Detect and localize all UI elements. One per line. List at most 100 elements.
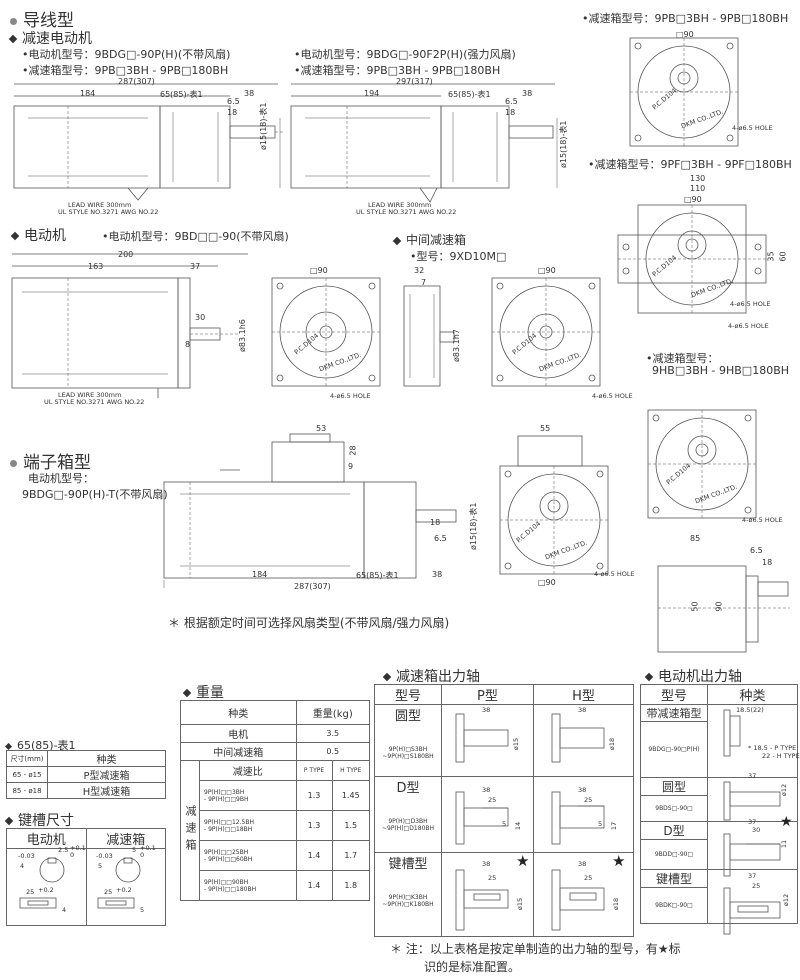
dim-6-5-1: 6.5 xyxy=(227,97,240,106)
terminal-box-motor-drawing xyxy=(163,433,457,588)
middle-gearbox-front xyxy=(491,277,601,387)
ms-round-label: 圆型 xyxy=(640,777,708,796)
keyway-gearbox-d3: 0 xyxy=(140,851,145,859)
ms-d-drawing-cell xyxy=(707,821,798,870)
gs-key-h-dia: ø18 xyxy=(612,897,621,911)
gs-round-h-38: 38 xyxy=(578,706,587,714)
motor-front-drawing xyxy=(271,277,381,387)
gs-round-p-dia: ø15 xyxy=(512,737,521,751)
section-title-motor: 电动机 xyxy=(10,225,66,245)
keyway-motor-d7: +0.2 xyxy=(38,886,54,894)
output-shaft-note-line1: ＊ 注：以上表格是按定单制造的出力轴的型号，有★标 xyxy=(390,942,681,956)
gearbox-shaft-title: 减速箱出力轴 xyxy=(382,666,480,686)
middle-gearbox-side xyxy=(403,285,455,387)
gearbox-front-pb xyxy=(629,37,739,147)
gs-header-h: H型 xyxy=(532,684,635,705)
gearbox-label-pf: •减速箱型号：9PF□3BH - 9PF□180BH xyxy=(588,158,792,171)
keyway-table: 电动机减速箱 xyxy=(6,828,166,926)
table1-header-type: 种类 xyxy=(47,750,166,767)
middle-gearbox-shaft: ø83.1h7 xyxy=(452,329,461,362)
dim-90-pb: □90 xyxy=(676,30,694,39)
motor-model-bd: •电动机型号：9BD□□-90(不带风扇) xyxy=(102,230,289,243)
keyway-motor-d3: 0 xyxy=(70,851,75,859)
dim-55-terminal: 55 xyxy=(540,424,551,433)
dim-18-terminal: 18 xyxy=(430,518,441,527)
ms-d-11: 11 xyxy=(780,839,789,849)
motor-model-1: •电动机型号：9BDG□-90P(H)(不带风扇) xyxy=(22,48,231,61)
section-title-middle-gearbox: 中间减速箱 xyxy=(392,231,466,248)
gearbox-model-1: •减速箱型号：9PB□3BH - 9PB□180BH xyxy=(22,64,229,77)
dim-297-2: 297(317) xyxy=(396,77,433,86)
subsection-title-gear-motor: 减速电动机 xyxy=(8,28,92,48)
weight-ptype-header: P TYPE xyxy=(295,760,333,781)
dim-18-hb: 18 xyxy=(762,558,773,567)
gs-key-h-38: 38 xyxy=(578,860,587,868)
hole-motor: 4-ø6.5 HOLE xyxy=(330,392,371,400)
keyway-motor-drawing xyxy=(19,857,65,909)
ms-key-drawing-cell xyxy=(707,869,798,924)
weight-row-1: 9P(H)□□3BH- 9P(H)□□9BH xyxy=(199,780,297,811)
ms-key-label: 键槽型 xyxy=(640,869,708,888)
table1-row2-size: 85 - ø18 xyxy=(6,782,48,799)
ms-key-dia: ø12 xyxy=(782,893,791,907)
table1-row1-size: 65 - ø15 xyxy=(6,766,48,783)
weight-htype-header: H TYPE xyxy=(331,760,370,781)
weight-row-3-p: 1.4 xyxy=(295,840,333,871)
gearbox-side-hb xyxy=(657,565,790,653)
ms-round-model: 9BDS□-90□ xyxy=(640,795,708,822)
motor-model-2: •电动机型号：9BDG□-90F2P(H)(强力风扇) xyxy=(294,48,516,61)
section-title-lead-wire: 导线型 xyxy=(10,6,74,31)
gs-header-model: 型号 xyxy=(374,684,442,705)
keyway-gearbox-d7: +0.2 xyxy=(116,886,132,894)
hole1-pf: 4-ø6.5 HOLE xyxy=(730,300,771,308)
keyway-header-gearbox: 减速箱 xyxy=(85,828,166,849)
weight-row-1-p: 1.3 xyxy=(295,780,333,811)
dim-200: 200 xyxy=(118,250,134,259)
dim-90-hb: 90 xyxy=(714,601,724,612)
ms-key-37: 37 xyxy=(748,872,757,880)
dim-184-terminal: 184 xyxy=(252,570,268,579)
gs-header-p: P型 xyxy=(441,684,534,705)
gs-d-h-38: 38 xyxy=(578,786,587,794)
ul-style-1: UL STYLE NO.3271 AWG NO.22 xyxy=(58,208,159,216)
keyway-gearbox-d5: -0.03 xyxy=(96,852,113,860)
dim-6-5-2: 6.5 xyxy=(505,97,518,106)
ms-geared-drawing-cell xyxy=(707,704,798,778)
motor-shaft-title: 电动机出力轴 xyxy=(644,666,742,686)
gs-d-p-38: 38 xyxy=(482,786,491,794)
keyway-motor-d8: 4 xyxy=(62,906,67,914)
gearbox-label-pb: •减速箱型号：9PB□3BH - 9PB□180BH xyxy=(582,12,789,25)
gearbox-label-hb-1: •减速箱型号： xyxy=(646,352,719,365)
ms-round-dia: ø12 xyxy=(780,783,789,797)
keyway-gearbox-d2: +0.1 xyxy=(140,844,156,852)
lead-wire-motor: LEAD WIRE 300mm xyxy=(58,391,122,399)
dim-90-terminal: □90 xyxy=(538,578,556,587)
ms-header-type: 种类 xyxy=(707,684,798,705)
table1-header-size: 尺寸(mm) xyxy=(6,750,48,767)
gs-round-h xyxy=(532,704,635,777)
gs-key-p-25: 25 xyxy=(488,874,497,882)
motor-shaft-table: 型号种类 带减速箱型 9BDG□-90□P(H) 圆型 9BDS□-90□ D型… xyxy=(640,684,798,924)
hole-hb: 4-ø6.5 HOLE xyxy=(742,516,783,524)
ul-style-2: UL STYLE NO.3271 AWG NO.22 xyxy=(356,208,457,216)
output-shaft-note-line2: 识的是标准配置。 xyxy=(424,960,521,974)
ms-d-star: ★ xyxy=(780,814,793,830)
dim-38-1: 38 xyxy=(244,89,255,98)
weight-motor-value: 3.5 xyxy=(295,724,371,743)
gs-d-p-14: 14 xyxy=(514,821,523,831)
dim-163: 163 xyxy=(88,262,104,271)
keyway-motor-d5: -0.03 xyxy=(18,852,35,860)
dim-65-1: 65(85)-表1 xyxy=(160,90,203,99)
dim-50-hb: 50 xyxy=(690,601,700,612)
ms-geared-label: 带减速箱型 xyxy=(640,704,708,722)
gear-motor-drawing-1 xyxy=(13,83,283,201)
ms-header-model: 型号 xyxy=(640,684,708,705)
weight-row-2-h: 1.5 xyxy=(331,810,370,841)
weight-row-3: 9P(H)□□25BH- 9P(H)□□60BH xyxy=(199,840,297,871)
gs-key-h-25: 25 xyxy=(584,874,593,882)
dim-90-motor: □90 xyxy=(310,266,328,275)
fan-selection-note: ＊ 根据额定时间可选择风扇类型(不带风扇/强力风扇) xyxy=(168,616,450,630)
